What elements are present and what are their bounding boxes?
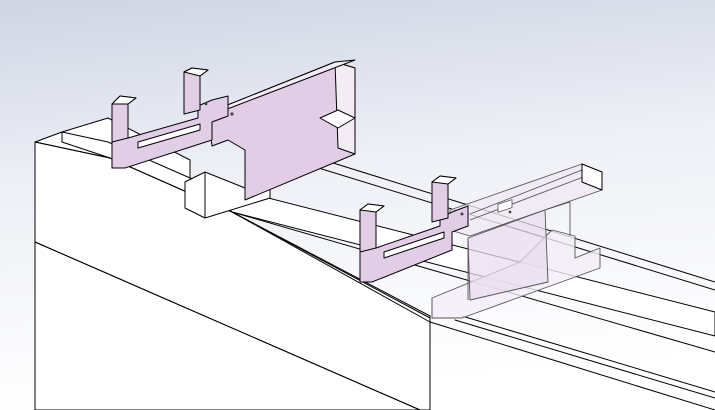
front-carriage-transparent[interactable] — [431, 163, 603, 319]
front-carriage-edge-1 — [431, 298, 462, 319]
slide-bar-end — [581, 163, 603, 191]
front-upright-right-cap — [431, 175, 457, 185]
rear-upright-right-cap — [183, 67, 209, 77]
base-step-edge — [61, 131, 111, 159]
front-upright-left-cap — [359, 203, 385, 213]
rear-fork-slot — [137, 123, 201, 149]
rail-edge-4 — [429, 321, 715, 410]
slide-bar-window — [497, 199, 513, 213]
base-bottom-edge — [34, 241, 421, 410]
rear-bolt-hole-2 — [204, 102, 208, 106]
front-fork-slot — [383, 231, 445, 259]
base-front-edge — [34, 141, 431, 319]
rear-bolt-hole — [230, 112, 234, 116]
front-carriage-body — [467, 209, 549, 301]
rail-edge-5 — [454, 319, 715, 399]
front-bolt-hole-2 — [508, 210, 512, 214]
rear-upright-left-cap — [111, 95, 137, 105]
rail-edge-6 — [461, 315, 715, 393]
base-rail[interactable] — [34, 117, 715, 410]
front-bolt-hole — [460, 212, 464, 216]
front-bracket[interactable] — [359, 175, 512, 283]
rear-plate-notch — [319, 109, 356, 129]
rear-plate-side — [334, 61, 356, 155]
slide-bar-edge-2 — [469, 175, 587, 221]
rear-bracket[interactable] — [111, 59, 356, 219]
